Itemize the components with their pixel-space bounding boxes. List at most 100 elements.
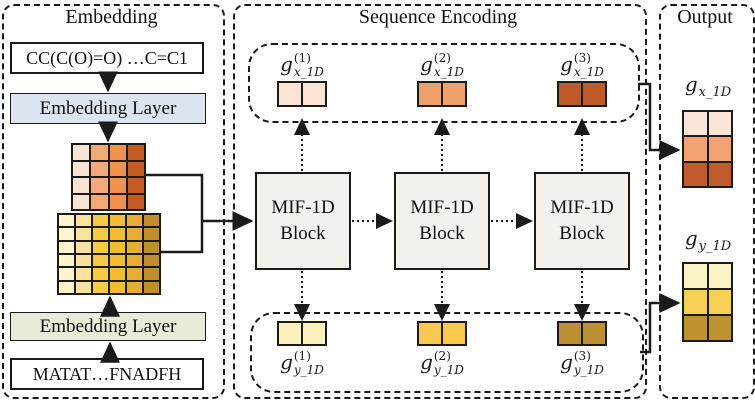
matrix-cell xyxy=(109,240,126,254)
matrix-cell xyxy=(90,160,109,177)
math-sup: (1) xyxy=(293,349,311,363)
math-script: (1) y_1D xyxy=(294,349,324,378)
math-sub: x_1D xyxy=(573,65,604,80)
math-g: g xyxy=(420,350,433,375)
embedding-layer-smiles: Embedding Layer xyxy=(10,93,206,124)
math-script: (2) x_1D xyxy=(434,51,464,80)
matrix-cell xyxy=(143,280,160,294)
matrix-cell xyxy=(126,144,145,161)
matrix-cell xyxy=(90,144,109,161)
y-feature-3-label: g (3) y_1D xyxy=(560,348,604,377)
math-g: g xyxy=(560,350,573,375)
matrix-cell xyxy=(582,322,606,345)
matrix-cell xyxy=(72,160,91,177)
sequence-encoding-panel-title: Sequence Encoding xyxy=(358,6,518,28)
x-feature-3-cells xyxy=(557,80,607,107)
math-g: g xyxy=(684,72,698,96)
matrix-cell xyxy=(108,160,127,177)
matrix-cell xyxy=(707,263,732,289)
smiles-input-text: CC(C(O)=O) …C=C1 xyxy=(26,47,188,68)
matrix-cell xyxy=(707,111,732,137)
y-feature-1-label: g (1) y_1D xyxy=(280,348,324,377)
math-sub: x_1D xyxy=(433,65,464,80)
matrix-cell xyxy=(707,136,732,162)
math-sub: y_1D xyxy=(433,363,464,378)
math-sub: y_1D xyxy=(573,363,604,378)
matrix-cell xyxy=(126,267,143,281)
embedding-layer-smiles-label: Embedding Layer xyxy=(39,97,177,119)
output-panel xyxy=(659,4,755,399)
matrix-cell xyxy=(707,161,732,187)
y-feature-2-cells xyxy=(417,321,467,346)
x-feature-1-label: g (1) x_1D xyxy=(280,50,324,79)
math-g: g xyxy=(684,226,698,250)
embedding-layer-protein: Embedding Layer xyxy=(10,312,206,341)
matrix-cell xyxy=(75,253,92,268)
smiles-input-box: CC(C(O)=O) …C=C1 xyxy=(10,42,204,74)
math-sub: y_1D xyxy=(293,363,324,378)
matrix-cell xyxy=(418,322,442,345)
sequence-encoding-panel xyxy=(233,4,647,399)
matrix-cell xyxy=(92,214,109,228)
protein-input-text: MATAT…FNADFH xyxy=(32,363,182,384)
matrix-cell xyxy=(58,227,75,241)
matrix-cell xyxy=(143,214,160,228)
y-feature-2-label: g (2) y_1D xyxy=(420,348,464,377)
matrix-cell xyxy=(72,177,91,194)
y-feature-3: g (3) y_1D xyxy=(537,321,627,377)
protein-input-box: MATAT…FNADFH xyxy=(10,358,204,390)
smiles-embedding-matrix xyxy=(71,143,146,211)
matrix-cell xyxy=(58,267,75,281)
math-g: g xyxy=(560,52,573,77)
math-label: g x_1D xyxy=(684,72,731,99)
matrix-cell xyxy=(278,81,302,106)
matrix-cell xyxy=(707,315,732,341)
mif-1d-block-3: MIF-1D Block xyxy=(534,172,630,270)
output-y-matrix xyxy=(682,262,733,342)
math-script: (3) y_1D xyxy=(574,349,604,378)
math-script: (1) x_1D xyxy=(294,51,324,80)
matrix-cell xyxy=(109,253,126,268)
matrix-cell xyxy=(143,227,160,241)
matrix-cell xyxy=(143,253,160,268)
matrix-cell xyxy=(126,193,145,210)
math-sup: (1) xyxy=(293,51,311,65)
matrix-cell xyxy=(683,315,708,341)
math-sub: x_1D xyxy=(293,65,324,80)
matrix-cell xyxy=(58,214,75,228)
matrix-cell xyxy=(683,161,708,187)
matrix-cell xyxy=(707,289,732,315)
mif-1d-block-2-label: MIF-1D Block xyxy=(410,197,474,244)
matrix-cell xyxy=(558,322,582,345)
matrix-cell xyxy=(278,322,302,345)
math-label: g y_1D xyxy=(684,226,731,253)
matrix-cell xyxy=(302,81,326,106)
math-sup: (2) xyxy=(433,51,451,65)
matrix-cell xyxy=(109,214,126,228)
matrix-cell xyxy=(582,81,606,106)
matrix-cell xyxy=(92,227,109,241)
embedding-panel-title: Embedding xyxy=(65,6,158,28)
mif-1d-block-2: MIF-1D Block xyxy=(394,172,490,270)
matrix-cell xyxy=(126,253,143,268)
embedding-layer-protein-label: Embedding Layer xyxy=(39,315,177,337)
x-feature-2-cells xyxy=(417,80,467,107)
math-sup: (2) xyxy=(433,349,451,363)
y-feature-3-cells xyxy=(557,321,607,346)
math-script: (3) x_1D xyxy=(574,51,604,80)
matrix-cell xyxy=(109,280,126,294)
math-g: g xyxy=(420,52,433,77)
protein-embedding-matrix xyxy=(57,213,161,295)
math-sub: y_1D xyxy=(698,239,732,254)
y-feature-1: g (1) y_1D xyxy=(257,321,347,377)
math-g: g xyxy=(280,52,293,77)
output-x-matrix xyxy=(682,110,733,188)
matrix-cell xyxy=(90,177,109,194)
matrix-cell xyxy=(418,81,442,106)
matrix-cell xyxy=(58,280,75,294)
matrix-cell xyxy=(92,240,109,254)
matrix-cell xyxy=(683,289,708,315)
math-g: g xyxy=(280,350,293,375)
matrix-cell xyxy=(58,253,75,268)
